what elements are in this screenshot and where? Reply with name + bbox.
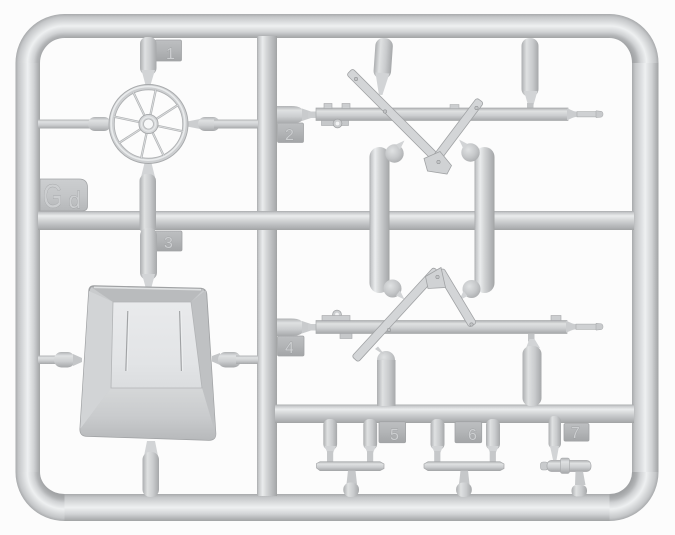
svg-text:5: 5 [390, 427, 399, 444]
svg-text:4: 4 [285, 340, 294, 357]
svg-text:1: 1 [166, 46, 175, 63]
svg-text:2: 2 [285, 127, 294, 144]
svg-text:3: 3 [164, 235, 173, 252]
svg-text:7: 7 [571, 425, 580, 442]
svg-text:G: G [43, 178, 63, 215]
svg-text:6: 6 [468, 427, 477, 444]
svg-text:d: d [69, 187, 82, 213]
